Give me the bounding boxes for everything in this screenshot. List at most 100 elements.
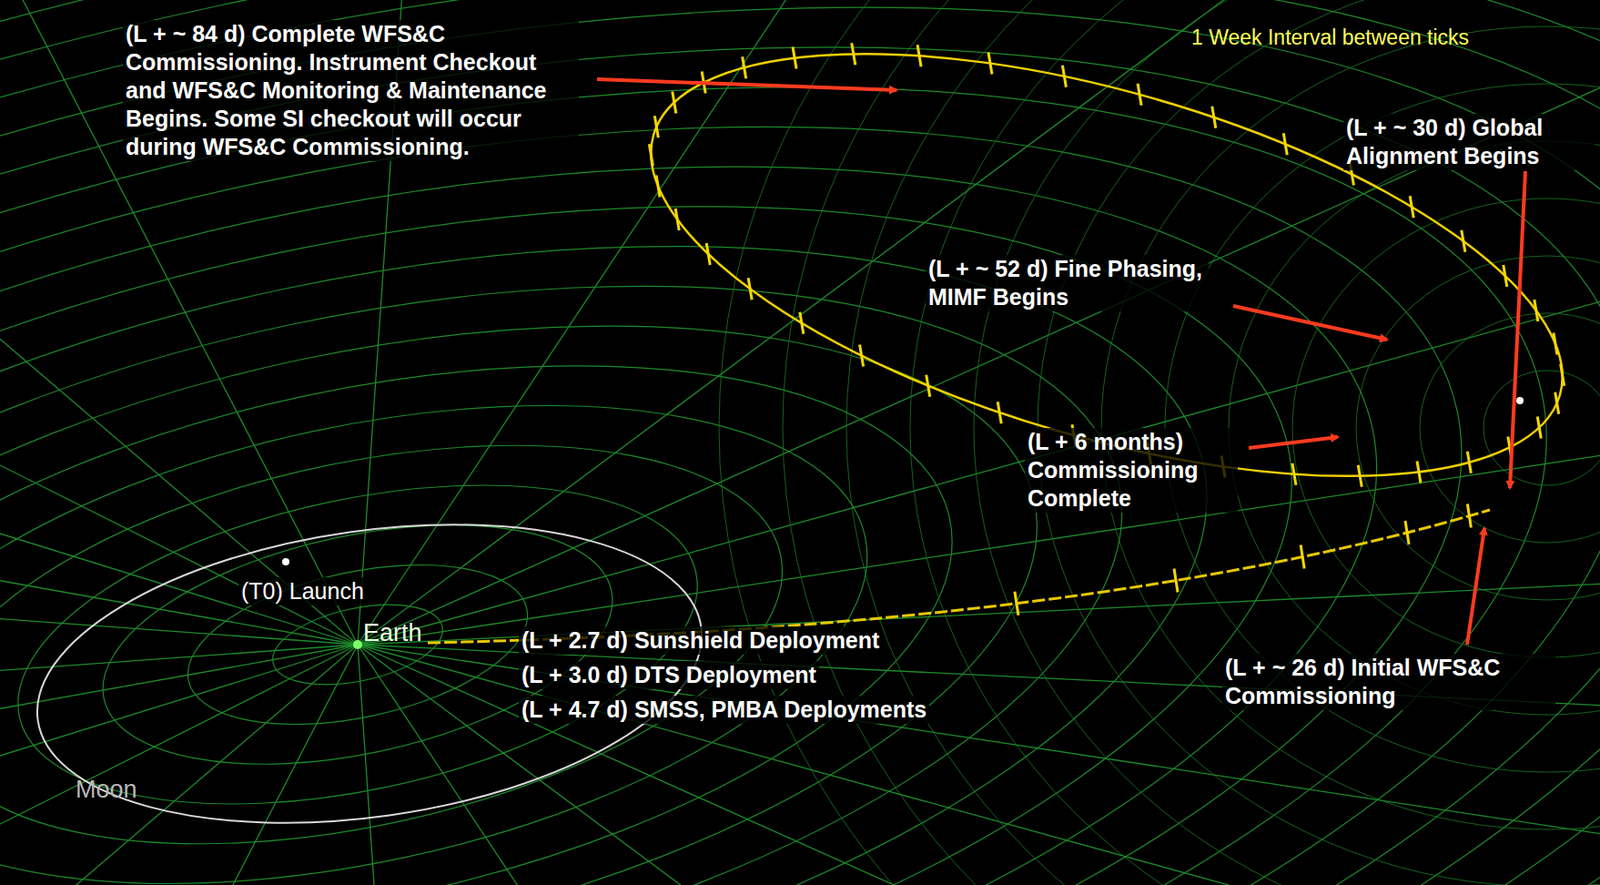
week-tick	[654, 115, 659, 138]
grid-line	[0, 323, 911, 885]
week-tick	[1467, 451, 1471, 474]
grid-line	[0, 0, 1556, 885]
milestone-label: (L + 6 months) Commissioning Complete	[1024, 427, 1238, 513]
milestone-label: (L + ~ 30 d) Global Alignment Begins	[1343, 113, 1595, 171]
grid-line	[357, 644, 1600, 885]
week-tick	[1300, 545, 1305, 569]
week-tick	[917, 44, 922, 67]
grid-line	[0, 270, 1003, 885]
transfer-trajectory	[427, 509, 1490, 643]
deployment-label: (L + 4.7 d) SMSS, PMBA Deployments	[518, 695, 930, 724]
week-tick	[800, 312, 804, 335]
leader-arrow	[1509, 171, 1526, 488]
l2-point	[1516, 396, 1524, 405]
week-tick	[748, 277, 752, 300]
week-tick	[997, 401, 1002, 424]
grid-line	[0, 644, 358, 885]
grid-line	[0, 109, 1279, 885]
week-tick	[860, 344, 864, 367]
week-tick	[1461, 230, 1466, 253]
week-tick	[675, 208, 679, 231]
grid-line	[357, 186, 1600, 645]
week-tick	[672, 91, 677, 113]
deployment-label: (L + 2.7 d) Sunshield Deployment	[518, 626, 882, 655]
body-label: Moon	[72, 775, 141, 804]
grid-line	[0, 644, 358, 885]
week-tick	[1212, 106, 1216, 129]
week-tick	[851, 42, 856, 65]
week-tick	[1174, 568, 1178, 593]
grid-line	[0, 644, 358, 885]
grid-line	[1483, 370, 1600, 486]
grid-line	[357, 644, 1323, 885]
grid-line	[0, 644, 358, 885]
grid-line	[0, 216, 1095, 885]
grid-line	[357, 644, 414, 885]
week-tick	[648, 143, 653, 166]
week-tick	[1467, 504, 1471, 528]
grid-line	[1228, 141, 1600, 715]
grid-line	[1356, 255, 1600, 600]
week-tick	[1553, 333, 1558, 355]
week-tick	[1409, 195, 1414, 218]
week-tick	[1534, 299, 1539, 322]
leader-arrow	[1233, 305, 1388, 340]
grid-line	[357, 644, 1600, 742]
leader-arrow	[1248, 436, 1338, 448]
grid-line	[846, 0, 1600, 885]
week-tick	[926, 374, 931, 397]
week-tick	[742, 56, 747, 79]
week-tick	[1292, 463, 1297, 486]
week-tick	[1503, 264, 1508, 287]
week-tick	[1283, 132, 1287, 155]
moon-dot	[282, 557, 290, 566]
leader-arrow	[1467, 527, 1485, 645]
grid-line	[265, 590, 450, 699]
grid-line	[0, 55, 1371, 885]
week-tick	[1555, 392, 1560, 415]
milestone-label: (L + ~ 26 d) Initial WFS&C Commissioning	[1222, 653, 1556, 710]
grid-line	[718, 0, 1600, 885]
grid-line	[357, 644, 1600, 885]
grid-line	[357, 644, 883, 885]
week-tick	[1417, 460, 1421, 483]
week-tick	[1560, 364, 1565, 386]
grid-line	[1419, 313, 1600, 543]
milestone-label: (L + ~ 52 d) Fine Phasing, MIMF Begins	[925, 254, 1209, 312]
body-label: Earth	[360, 618, 426, 648]
week-tick	[1537, 416, 1541, 439]
week-tick	[1137, 83, 1142, 106]
grid-line	[0, 2, 1464, 885]
week-tick	[1014, 591, 1019, 616]
week-tick	[988, 52, 993, 75]
grid-line	[973, 0, 1600, 885]
launch-label: (T0) Launch	[238, 577, 367, 606]
week-tick	[706, 243, 710, 265]
grid-line	[782, 0, 1600, 885]
grid-line	[173, 536, 543, 751]
week-tick	[656, 174, 660, 197]
grid-line	[1292, 198, 1600, 658]
week-tick	[1062, 65, 1066, 88]
grid-line	[0, 502, 358, 645]
earth-dot	[353, 639, 363, 649]
week-tick	[1405, 520, 1409, 545]
leader-arrow	[597, 79, 897, 91]
grid-line	[0, 149, 358, 645]
deployment-label: (L + 3.0 d) DTS Deployment	[518, 660, 820, 689]
grid-line	[357, 644, 1600, 885]
week-tick	[792, 47, 797, 70]
grid-line	[0, 644, 358, 885]
week-tick	[1357, 465, 1362, 487]
tick-legend-note: 1 Week Interval between ticks	[1188, 23, 1472, 52]
milestone-note: (L + ~ 84 d) Complete WFS&C Commissionin…	[122, 20, 579, 162]
